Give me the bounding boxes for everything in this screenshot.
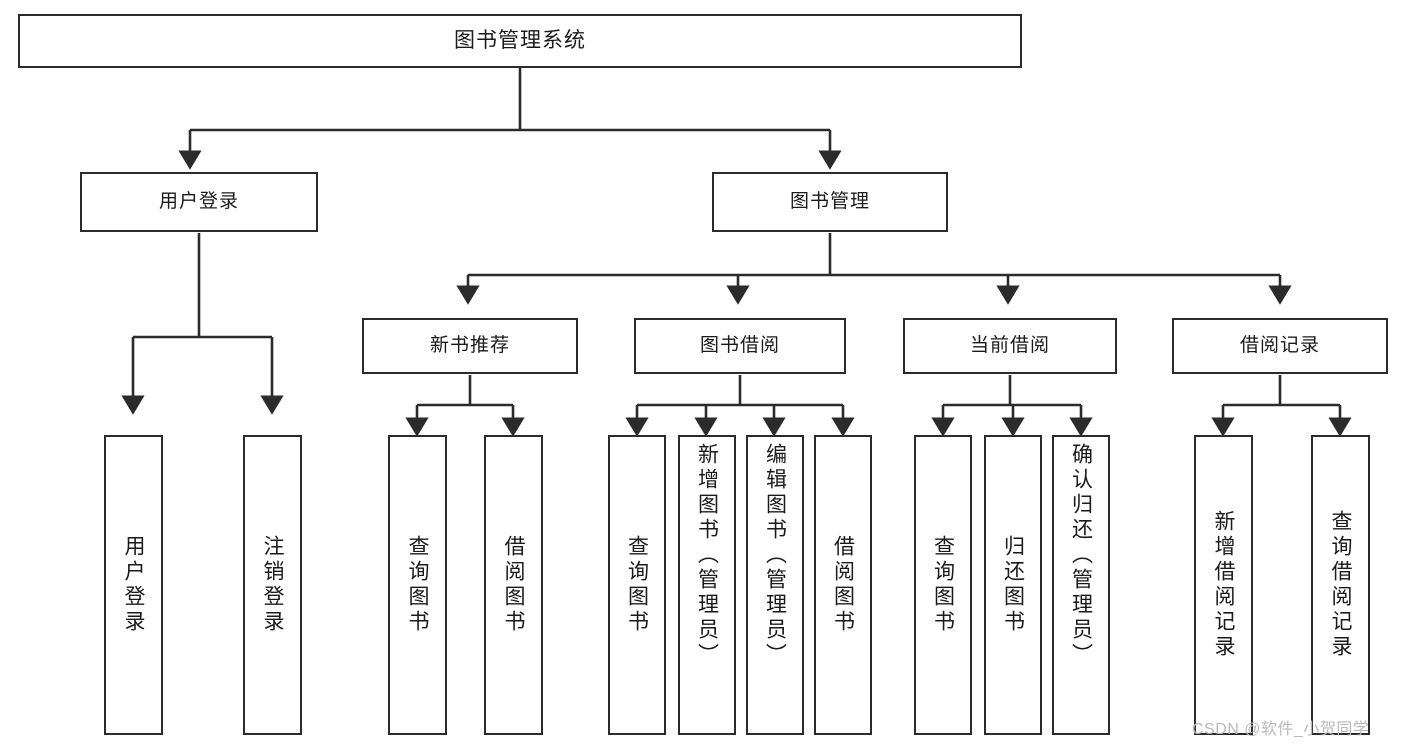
node-leaf-borrow-book-1-label: 借阅图书	[502, 535, 525, 635]
node-leaf-logout-label: 注销登录	[261, 535, 284, 635]
node-leaf-query-book-1-label: 查询图书	[406, 535, 429, 635]
node-leaf-query-book-2[interactable]: 查询图书	[608, 435, 666, 735]
node-leaf-user-login[interactable]: 用户登录	[104, 435, 163, 735]
node-book-borrow-label: 图书借阅	[699, 335, 780, 357]
node-leaf-confirm-return-admin-label: 确认归还（管理员）	[1069, 443, 1093, 668]
node-leaf-borrow-book-2-label: 借阅图书	[831, 535, 855, 635]
node-book-borrow[interactable]: 图书借阅	[634, 318, 846, 374]
node-root-system[interactable]: 图书管理系统	[18, 14, 1022, 68]
node-new-book-recommend[interactable]: 新书推荐	[362, 318, 578, 374]
node-current-borrow-label: 当前借阅	[969, 335, 1050, 357]
node-leaf-return-book-label: 归还图书	[1001, 535, 1025, 635]
node-leaf-query-book-2-label: 查询图书	[625, 535, 649, 635]
node-leaf-query-borrow-record[interactable]: 查询借阅记录	[1311, 435, 1370, 735]
node-root-system-label: 图书管理系统	[454, 28, 586, 52]
node-leaf-query-book-3[interactable]: 查询图书	[914, 435, 972, 735]
node-leaf-add-borrow-record-label: 新增借阅记录	[1212, 510, 1235, 660]
node-book-management-label: 图书管理	[789, 191, 870, 213]
node-leaf-edit-book-admin[interactable]: 编辑图书（管理员）	[746, 435, 804, 735]
node-book-management[interactable]: 图书管理	[712, 172, 948, 232]
node-leaf-borrow-book-1[interactable]: 借阅图书	[484, 435, 543, 735]
node-leaf-add-book-admin[interactable]: 新增图书（管理员）	[678, 435, 736, 735]
node-leaf-return-book[interactable]: 归还图书	[984, 435, 1042, 735]
node-new-book-recommend-label: 新书推荐	[429, 335, 510, 357]
node-leaf-confirm-return-admin[interactable]: 确认归还（管理员）	[1052, 435, 1110, 735]
node-user-login[interactable]: 用户登录	[80, 172, 318, 232]
node-leaf-add-borrow-record[interactable]: 新增借阅记录	[1194, 435, 1253, 735]
csdn-watermark: CSDN @软件_小贺同学	[1192, 721, 1370, 738]
node-leaf-edit-book-admin-label: 编辑图书（管理员）	[763, 443, 787, 668]
node-leaf-user-login-label: 用户登录	[122, 535, 145, 635]
node-borrow-record-label: 借阅记录	[1239, 335, 1320, 357]
node-current-borrow[interactable]: 当前借阅	[903, 318, 1117, 374]
node-leaf-borrow-book-2[interactable]: 借阅图书	[814, 435, 872, 735]
node-leaf-query-book-1[interactable]: 查询图书	[388, 435, 447, 735]
node-user-login-label: 用户登录	[158, 191, 239, 213]
node-leaf-add-book-admin-label: 新增图书（管理员）	[695, 443, 719, 668]
node-leaf-query-book-3-label: 查询图书	[931, 535, 955, 635]
node-leaf-logout[interactable]: 注销登录	[243, 435, 302, 735]
node-leaf-query-borrow-record-label: 查询借阅记录	[1329, 510, 1352, 660]
node-borrow-record[interactable]: 借阅记录	[1172, 318, 1388, 374]
